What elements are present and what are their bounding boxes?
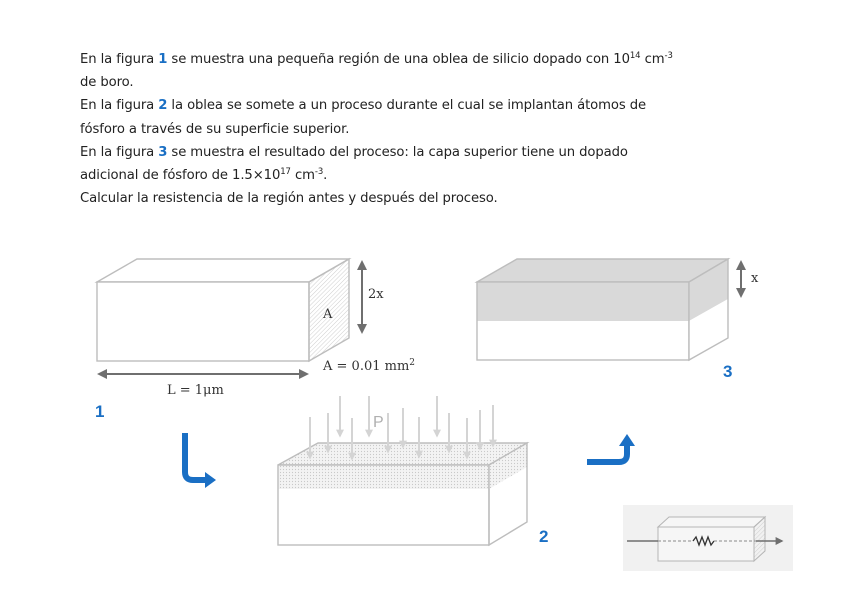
line-2: En la figura 2 la oblea se somete a un p…	[80, 98, 646, 114]
implant-label: P	[373, 414, 384, 431]
figure-ref-2: 2	[158, 98, 168, 114]
figure-2-label: 2	[539, 527, 548, 546]
line-3b: adicional de fósforo de 1.5×1017 cm-3.	[80, 167, 328, 184]
figure-3-label: 3	[723, 362, 732, 381]
problem-statement: En la figura 1 se muestra una pequeña re…	[80, 48, 800, 210]
height-label: 2x	[368, 287, 384, 302]
area-label: A = 0.01 mm2	[322, 358, 415, 374]
figure-1: A 2x A = 0.01 mm2 L = 1μm 1	[94, 257, 415, 421]
arrow-1-to-2-icon	[182, 433, 216, 488]
line-1b: de boro.	[80, 75, 134, 91]
figure-1-label: 1	[95, 402, 104, 421]
line-4: Calcular la resistencia de la región ant…	[80, 191, 498, 207]
line-3: En la figura 3 se muestra el resultado d…	[80, 144, 628, 160]
line-2b: fósforo a través de su superficie superi…	[80, 121, 350, 137]
implant-arrows	[306, 396, 497, 461]
line-1: En la figura 1 se muestra una pequeña re…	[80, 51, 673, 67]
figure-ref-3: 3	[158, 144, 168, 160]
resistor-icon	[623, 505, 793, 571]
figure-ref-1: 1	[158, 52, 168, 67]
arrow-2-to-3-icon	[587, 434, 635, 465]
figure-3: x 3	[474, 257, 759, 381]
length-label: L = 1μm	[167, 383, 224, 398]
face-label: A	[322, 307, 333, 322]
layer-label: x	[751, 271, 759, 286]
figure-2: P 2	[277, 396, 548, 547]
